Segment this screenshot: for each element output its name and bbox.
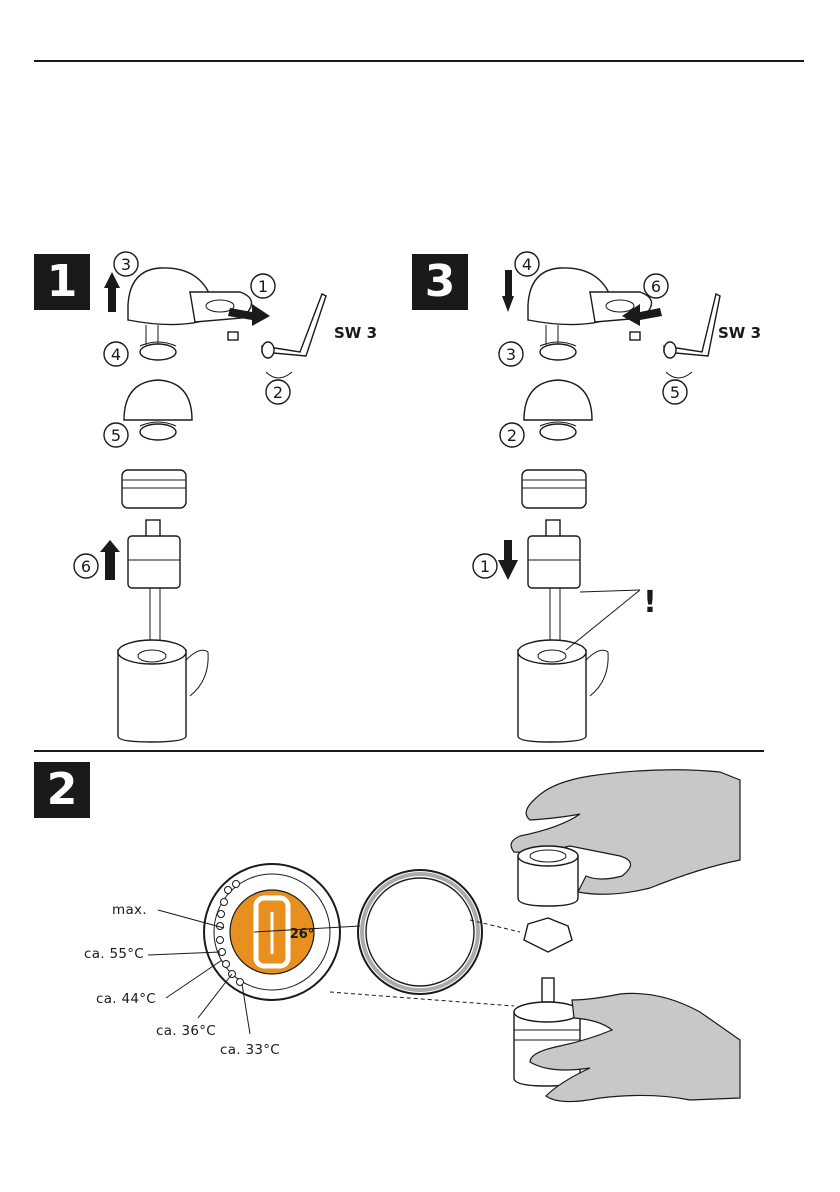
- svg-text:1: 1: [258, 277, 268, 296]
- threaded-nut: [122, 470, 186, 508]
- svg-text:3: 3: [121, 255, 131, 274]
- svg-text:4: 4: [111, 345, 121, 364]
- svg-text:1: 1: [480, 557, 490, 576]
- ring-4: [140, 344, 176, 360]
- cartridge-body: [128, 536, 180, 588]
- threaded-nut-step3: [522, 470, 586, 508]
- arrow-down-cartridge-step3: [498, 560, 518, 580]
- ring-2: [540, 424, 576, 440]
- svg-text:5: 5: [111, 426, 121, 445]
- step-2-illustration: 26°: [148, 770, 740, 1102]
- step-3-illustration: [498, 268, 720, 742]
- dome-cap-step3: [524, 380, 592, 420]
- grub-screw-step3: [630, 332, 640, 340]
- ring-3: [540, 344, 576, 360]
- cartridge-body-step3: [528, 536, 580, 588]
- svg-text:4: 4: [522, 255, 532, 274]
- svg-text:5: 5: [670, 383, 680, 402]
- svg-text:6: 6: [81, 557, 91, 576]
- retaining-clip: [524, 918, 572, 952]
- dome-cap: [124, 380, 192, 420]
- seal-ring: [358, 870, 482, 994]
- ring-5: [140, 424, 176, 440]
- svg-text:2: 2: [273, 383, 283, 402]
- cartridge-spindle: [542, 978, 554, 1002]
- warning-mark: !: [643, 585, 657, 620]
- svg-text:2: 2: [507, 426, 517, 445]
- arrow-up-step1: [104, 272, 120, 312]
- arrow-up-cartridge-step1: [100, 540, 120, 580]
- svg-text:3: 3: [506, 345, 516, 364]
- grub-screw: [228, 332, 238, 340]
- step-1-illustration: [100, 268, 326, 742]
- svg-text:6: 6: [651, 277, 661, 296]
